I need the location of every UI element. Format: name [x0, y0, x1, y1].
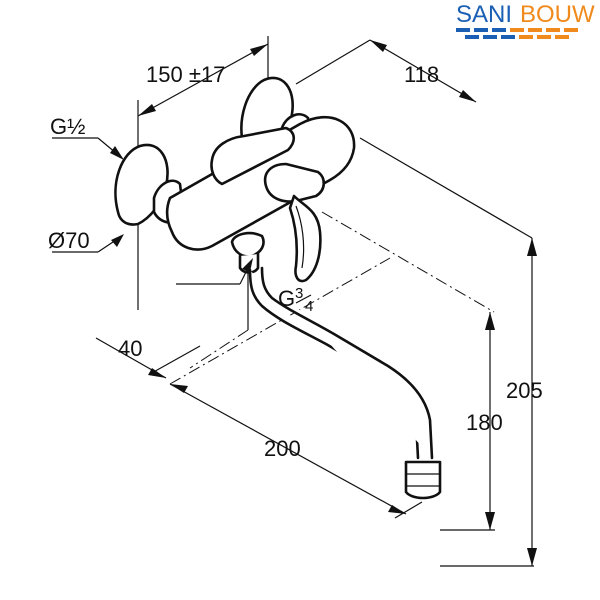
leader-d70: [52, 234, 124, 253]
leader-g-half: [52, 137, 124, 160]
label-spout-reach: 200: [264, 436, 301, 461]
sanibouw-logo: SANI BOUW: [456, 1, 595, 39]
dim-180: [485, 312, 495, 530]
spout: [248, 266, 442, 500]
logo-bouw: BOUW: [520, 1, 595, 28]
logo-sani: SANI: [456, 1, 512, 28]
dim-150: [137, 43, 269, 117]
dim-118: [369, 39, 477, 103]
dim-40: [95, 337, 167, 379]
leader-g34: [176, 258, 253, 285]
faucet-body: [114, 76, 356, 274]
label-rosette-diameter: Ø70: [48, 228, 90, 253]
dim-200: [169, 383, 407, 515]
label-outlet-thread-sup: 3: [295, 285, 303, 302]
lever-handle: [263, 162, 326, 283]
label-height-total: 205: [506, 378, 543, 403]
spout-aerator: [404, 460, 442, 500]
label-center-distance: 150 ±17: [146, 62, 225, 87]
label-wall-offset: 40: [118, 336, 142, 361]
dim-205: [527, 238, 537, 566]
label-outlet-thread: G 3 4: [278, 285, 313, 315]
label-outlet-thread-sub: 4: [305, 298, 313, 315]
label-depth: 118: [404, 62, 439, 87]
center-lines: [169, 211, 495, 385]
logo-tile-pattern: [456, 28, 578, 39]
label-inlet-thread: G½: [50, 114, 85, 139]
label-outlet-thread-base: G: [278, 286, 295, 311]
label-height-spout: 180: [466, 410, 503, 435]
